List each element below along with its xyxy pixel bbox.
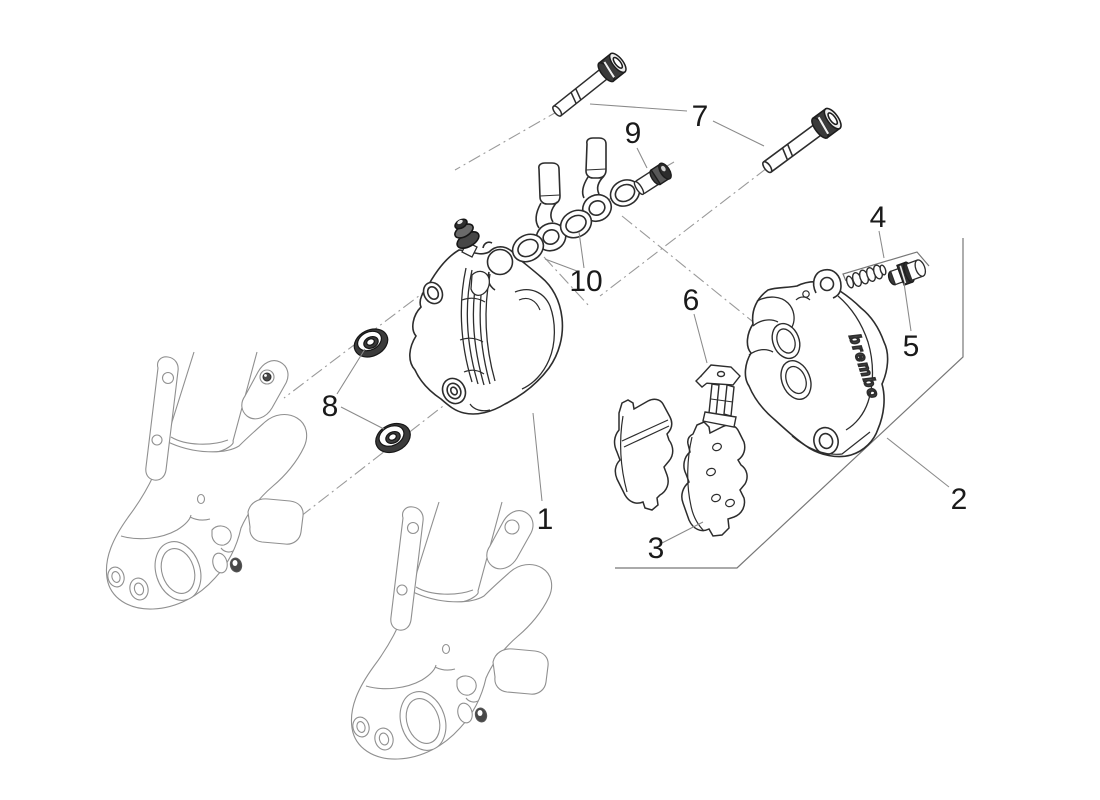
brake-pads — [613, 398, 748, 537]
brake-caliper-1 — [409, 218, 564, 415]
hose-fitting — [633, 162, 672, 196]
callout-label-9: 9 — [625, 117, 642, 150]
pad-retainer-clip — [695, 364, 741, 428]
brake-hoses — [535, 137, 613, 252]
plug-screw — [887, 259, 927, 286]
callout-label-2: 2 — [951, 483, 968, 516]
callout-labels: 1 2 3 4 5 6 7 8 9 10 — [322, 100, 968, 565]
callout-label-7: 7 — [692, 100, 709, 133]
callout-leader-lines — [336, 103, 950, 544]
callout-label-6: 6 — [683, 284, 700, 317]
callout-label-1: 1 — [537, 503, 554, 536]
spacer-washers — [353, 328, 411, 454]
sealing-washers — [511, 179, 641, 263]
front-fork-left — [105, 351, 308, 610]
callout-label-10: 10 — [569, 265, 602, 298]
front-fork-center — [350, 501, 553, 760]
callout-label-5: 5 — [903, 330, 920, 363]
group-panel-outline — [615, 238, 964, 569]
pad-spring — [845, 264, 887, 289]
brake-caliper-2: brembo — [744, 268, 889, 458]
callout-label-3: 3 — [648, 532, 665, 565]
callout-label-8: 8 — [322, 390, 339, 423]
callout-label-4: 4 — [870, 201, 887, 234]
